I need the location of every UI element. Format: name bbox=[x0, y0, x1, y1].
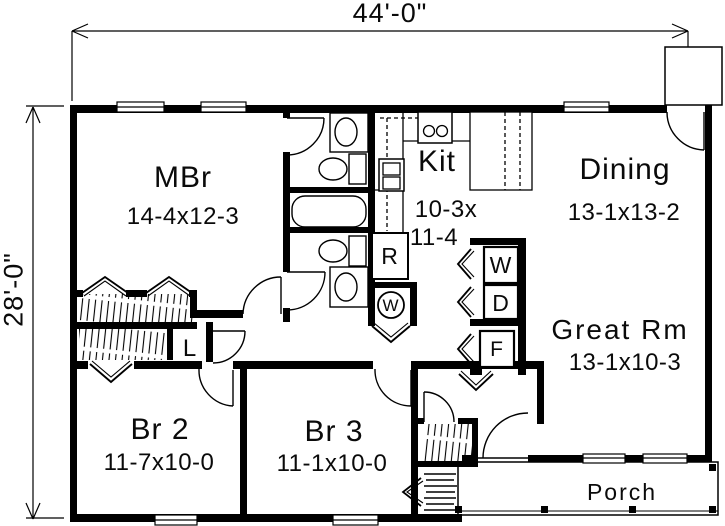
room-label-porch: Porch bbox=[586, 479, 658, 505]
furnace-box bbox=[478, 329, 516, 369]
water-heater-label: W bbox=[382, 296, 400, 315]
bath1-door bbox=[286, 117, 325, 156]
stoop bbox=[664, 46, 723, 106]
dimension-lines bbox=[25, 23, 689, 520]
furnace-label: F bbox=[490, 338, 504, 361]
porch-door bbox=[478, 412, 529, 459]
swing-doors bbox=[198, 111, 705, 459]
bifold-doors bbox=[81, 248, 494, 392]
stairs bbox=[401, 473, 457, 511]
mbr-door bbox=[242, 276, 282, 315]
room-size-mbr: 14-4x12-3 bbox=[126, 203, 240, 230]
room-size-kit-1: 10-3x bbox=[414, 196, 478, 223]
bath2-door bbox=[286, 271, 326, 311]
linen-door bbox=[212, 330, 246, 364]
range-box bbox=[371, 232, 409, 280]
porch-outline bbox=[455, 461, 719, 516]
bath1-toilet bbox=[318, 153, 367, 185]
bath1-sink bbox=[329, 112, 369, 153]
entry-door bbox=[666, 111, 705, 151]
linen-label: L bbox=[182, 335, 198, 362]
room-label-dining: Dining bbox=[579, 153, 671, 186]
room-size-dining: 13-1x13-2 bbox=[567, 199, 681, 226]
laundry-boxes bbox=[478, 245, 520, 369]
bathtub bbox=[291, 195, 367, 228]
br3-closet-door bbox=[423, 391, 455, 423]
room-label-great-rm: Great Rm bbox=[551, 314, 689, 345]
br2-door bbox=[198, 368, 234, 407]
refrigerator-counter bbox=[469, 111, 533, 191]
windows bbox=[116, 101, 688, 526]
washer-label: W bbox=[489, 252, 513, 278]
porch-posts bbox=[455, 464, 716, 513]
bath2-toilet bbox=[318, 235, 367, 267]
dimension-height-label: 28'-0" bbox=[0, 252, 29, 327]
room-label-kit: Kit bbox=[417, 145, 456, 178]
room-size-great-rm: 13-1x10-3 bbox=[568, 349, 682, 376]
washer-box bbox=[482, 245, 520, 285]
room-size-br3: 11-1x10-0 bbox=[276, 450, 388, 477]
room-label-br3: Br 3 bbox=[304, 415, 364, 448]
kitchen bbox=[371, 111, 533, 319]
bathroom-fixtures bbox=[291, 112, 369, 308]
room-size-br2: 11-7x10-0 bbox=[103, 449, 215, 476]
dryer-box bbox=[482, 283, 520, 321]
dryer-label: D bbox=[492, 290, 510, 316]
kitchen-sink bbox=[417, 111, 453, 144]
br3-door bbox=[374, 368, 412, 407]
water-heater-circle bbox=[377, 291, 405, 319]
stairs-direction-arrow bbox=[401, 477, 424, 507]
room-size-kit-2: 11-4 bbox=[409, 224, 459, 251]
bath2-sink bbox=[329, 266, 369, 308]
closet-hatching bbox=[79, 294, 472, 461]
range-label: R bbox=[381, 243, 399, 269]
room-label-mbr: MBr bbox=[154, 161, 212, 194]
room-label-br2: Br 2 bbox=[130, 413, 190, 446]
range bbox=[378, 158, 405, 192]
dimension-width-label: 44'-0" bbox=[352, 0, 428, 28]
